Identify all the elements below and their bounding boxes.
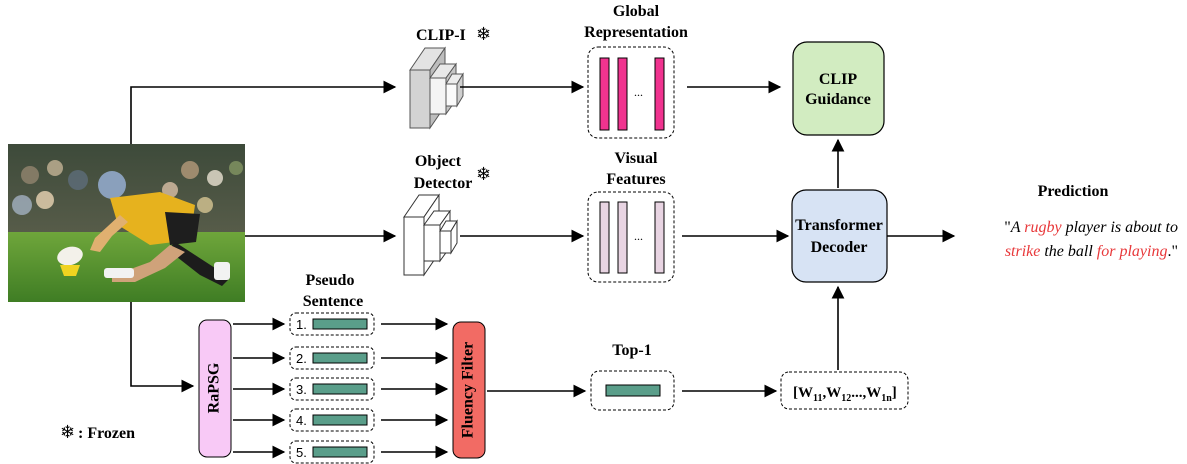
token-box	[780, 371, 909, 410]
clip-i-encoder: CLIP-I ❄	[409, 24, 491, 130]
visual-bar	[599, 201, 610, 274]
fluency-label: Fluency Filter	[460, 342, 477, 438]
pseudo-sentence-row: 4.	[233, 408, 449, 432]
frozen-legend-label: : Frozen	[78, 425, 135, 442]
object-detector: Object Detector ❄	[403, 153, 491, 277]
global-label-1: Global	[613, 3, 660, 20]
pseudo-sentence-bar	[312, 414, 368, 426]
transformer-label-2: Decoder	[811, 239, 868, 256]
pseudo-sentence-row: 5.	[233, 440, 449, 464]
prediction: Prediction "A rugby player is about to s…	[1004, 183, 1178, 260]
pseudo-sentence-row: 1.	[233, 312, 449, 336]
global-bar	[599, 57, 610, 131]
cube-stack-icon	[403, 193, 458, 277]
crowd-blobs	[12, 160, 243, 215]
object-label-1: Object	[415, 153, 462, 170]
visual-features: Visual Features ...	[587, 150, 675, 283]
pseudo-sentence-bar	[312, 383, 368, 395]
arrow-image-to-clip	[130, 80, 397, 144]
visual-label-2: Features	[606, 171, 665, 188]
pseudo-sentence-box	[289, 440, 375, 464]
pseudo-sentence-box	[289, 346, 375, 370]
top1-label: Top-1	[612, 342, 651, 359]
clip-i-label: CLIP-I	[416, 27, 466, 44]
pseudo-sentence-number: 3.	[296, 382, 307, 397]
pseudo-sentence-header: Pseudo Sentence	[303, 272, 363, 310]
object-label-2: Detector	[414, 175, 473, 192]
pseudo-sentence-box	[289, 377, 375, 401]
token-label: [W11,W12...,W1n]	[793, 385, 897, 404]
visual-bar	[617, 201, 628, 274]
rapsg-label: RaPSG	[206, 362, 223, 413]
pseudo-sentence-number: 1.	[296, 317, 307, 332]
pseudo-sentence-row: 3.	[233, 377, 449, 401]
pseudo-sentence-bar	[312, 352, 368, 364]
pseudo-label-2: Sentence	[303, 293, 363, 310]
clip-guidance-label-1: CLIP	[819, 71, 857, 88]
snowflake-icon: ❄	[476, 164, 491, 184]
pseudo-sentence-row: 2.	[233, 346, 449, 370]
pseudo-sentence-number: 5.	[296, 445, 307, 460]
global-box	[587, 46, 675, 139]
prediction-title: Prediction	[1038, 183, 1109, 200]
visual-bar	[654, 201, 665, 274]
clip-guidance-label-2: Guidance	[805, 91, 871, 108]
cube-stack-icon	[409, 46, 464, 130]
fluency-filter-box: Fluency Filter	[452, 321, 486, 459]
top1-box	[590, 370, 675, 411]
snowflake-icon: ❄	[60, 422, 75, 442]
global-bar	[654, 57, 665, 131]
rapsg-box: RaPSG	[198, 319, 232, 458]
global-bar	[617, 57, 628, 131]
clip-guidance-box: CLIP Guidance	[792, 41, 885, 136]
pseudo-sentence-number: 2.	[296, 351, 307, 366]
top1-output: Top-1	[590, 342, 675, 411]
top1-sentence-bar	[605, 384, 661, 397]
token-sequence: [W11,W12...,W1n]	[780, 371, 909, 410]
visual-ellipsis: ...	[634, 229, 643, 243]
prediction-line-2: strike the ball for playing."	[1005, 243, 1178, 260]
transformer-decoder-box: Transformer Decoder	[791, 189, 888, 283]
arrow-image-to-rapsg	[130, 302, 195, 393]
global-representation: Global Representation ...	[584, 3, 688, 139]
input-image	[8, 144, 245, 302]
pseudo-sentence-number: 4.	[296, 413, 307, 428]
pseudo-sentence-bar	[312, 446, 368, 458]
prediction-line-1: "A rugby player is about to	[1004, 219, 1178, 236]
pseudo-sentence-box	[289, 408, 375, 432]
pseudo-label-1: Pseudo	[306, 272, 355, 289]
frozen-legend: ❄ : Frozen	[60, 422, 135, 442]
snowflake-icon: ❄	[476, 24, 491, 44]
rugby-player	[57, 171, 230, 286]
visual-label-1: Visual	[615, 150, 659, 167]
visual-box	[587, 191, 675, 283]
transformer-label-1: Transformer	[795, 217, 883, 234]
pseudo-sentence-box	[289, 312, 375, 336]
global-ellipsis: ...	[634, 85, 643, 99]
pseudo-sentence-list: 1. 2. 3. 4. 5.	[233, 312, 449, 464]
global-label-2: Representation	[584, 24, 688, 41]
pseudo-sentence-bar	[312, 318, 368, 330]
